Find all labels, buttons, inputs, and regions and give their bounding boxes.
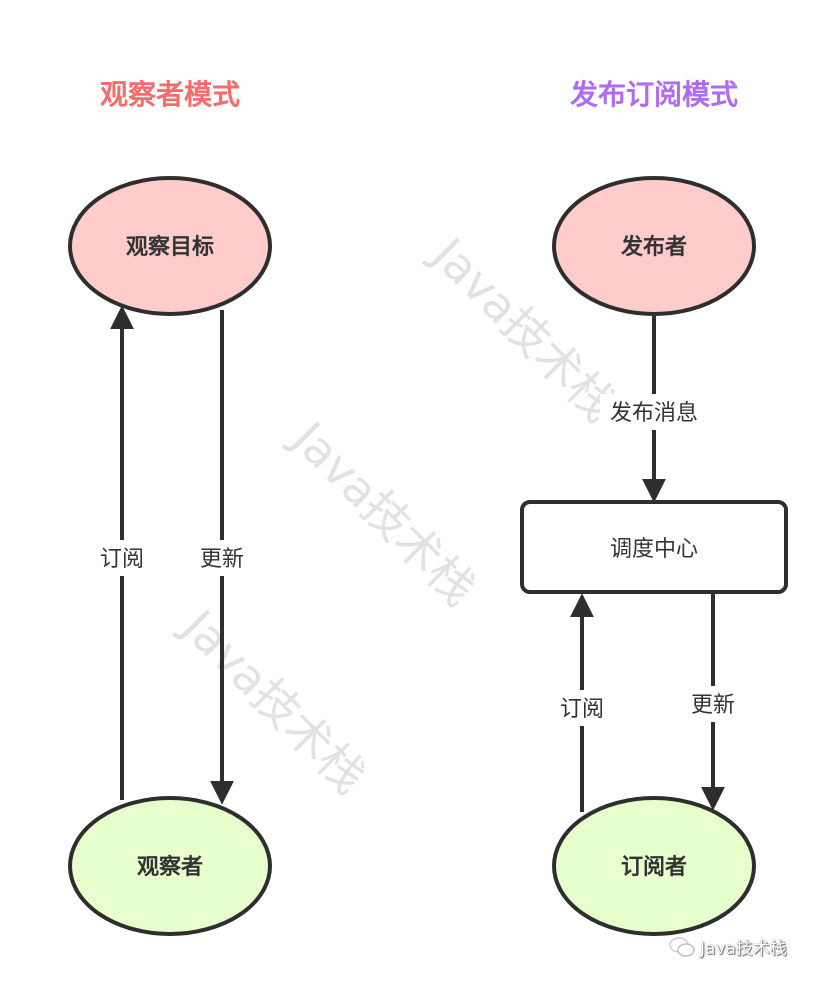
footer-attribution: Java技术栈 [668,934,787,959]
edge-label-subscribe-left: 订阅 [100,547,144,572]
pubsub-pattern-title: 发布订阅模式 [569,78,738,111]
watermark-3: Java技术栈 [170,597,377,804]
wechat-icon [669,936,695,957]
node-subscriber[interactable] [552,796,756,936]
observer-pattern-title: 观察者模式 [100,78,240,111]
edge-label-publish: 发布消息 [610,401,698,426]
edge-label-subscribe-right: 订阅 [560,697,604,722]
node-dispatch-center-label: 调度中心 [610,537,698,562]
edge-label-bg [553,690,611,726]
node-observer[interactable] [68,796,272,936]
watermark-2: Java技术栈 [280,409,487,616]
node-observer-label: 观察者 [137,854,203,880]
edge-label-bg [600,394,708,430]
node-subject[interactable] [68,176,272,316]
node-subscriber-label: 订阅者 [621,855,687,880]
node-publisher[interactable] [552,176,756,316]
edge-label-bg [193,540,251,576]
node-subject-label: 观察目标 [126,234,214,260]
edge-label-bg [94,540,152,576]
node-dispatch-center[interactable] [520,500,788,594]
edge-label-update-left: 更新 [200,547,244,572]
edge-label-update-right: 更新 [691,693,735,718]
footer-text: Java技术栈 [700,939,787,959]
edge-label-bg [684,686,742,722]
node-publisher-label: 发布者 [620,234,687,260]
